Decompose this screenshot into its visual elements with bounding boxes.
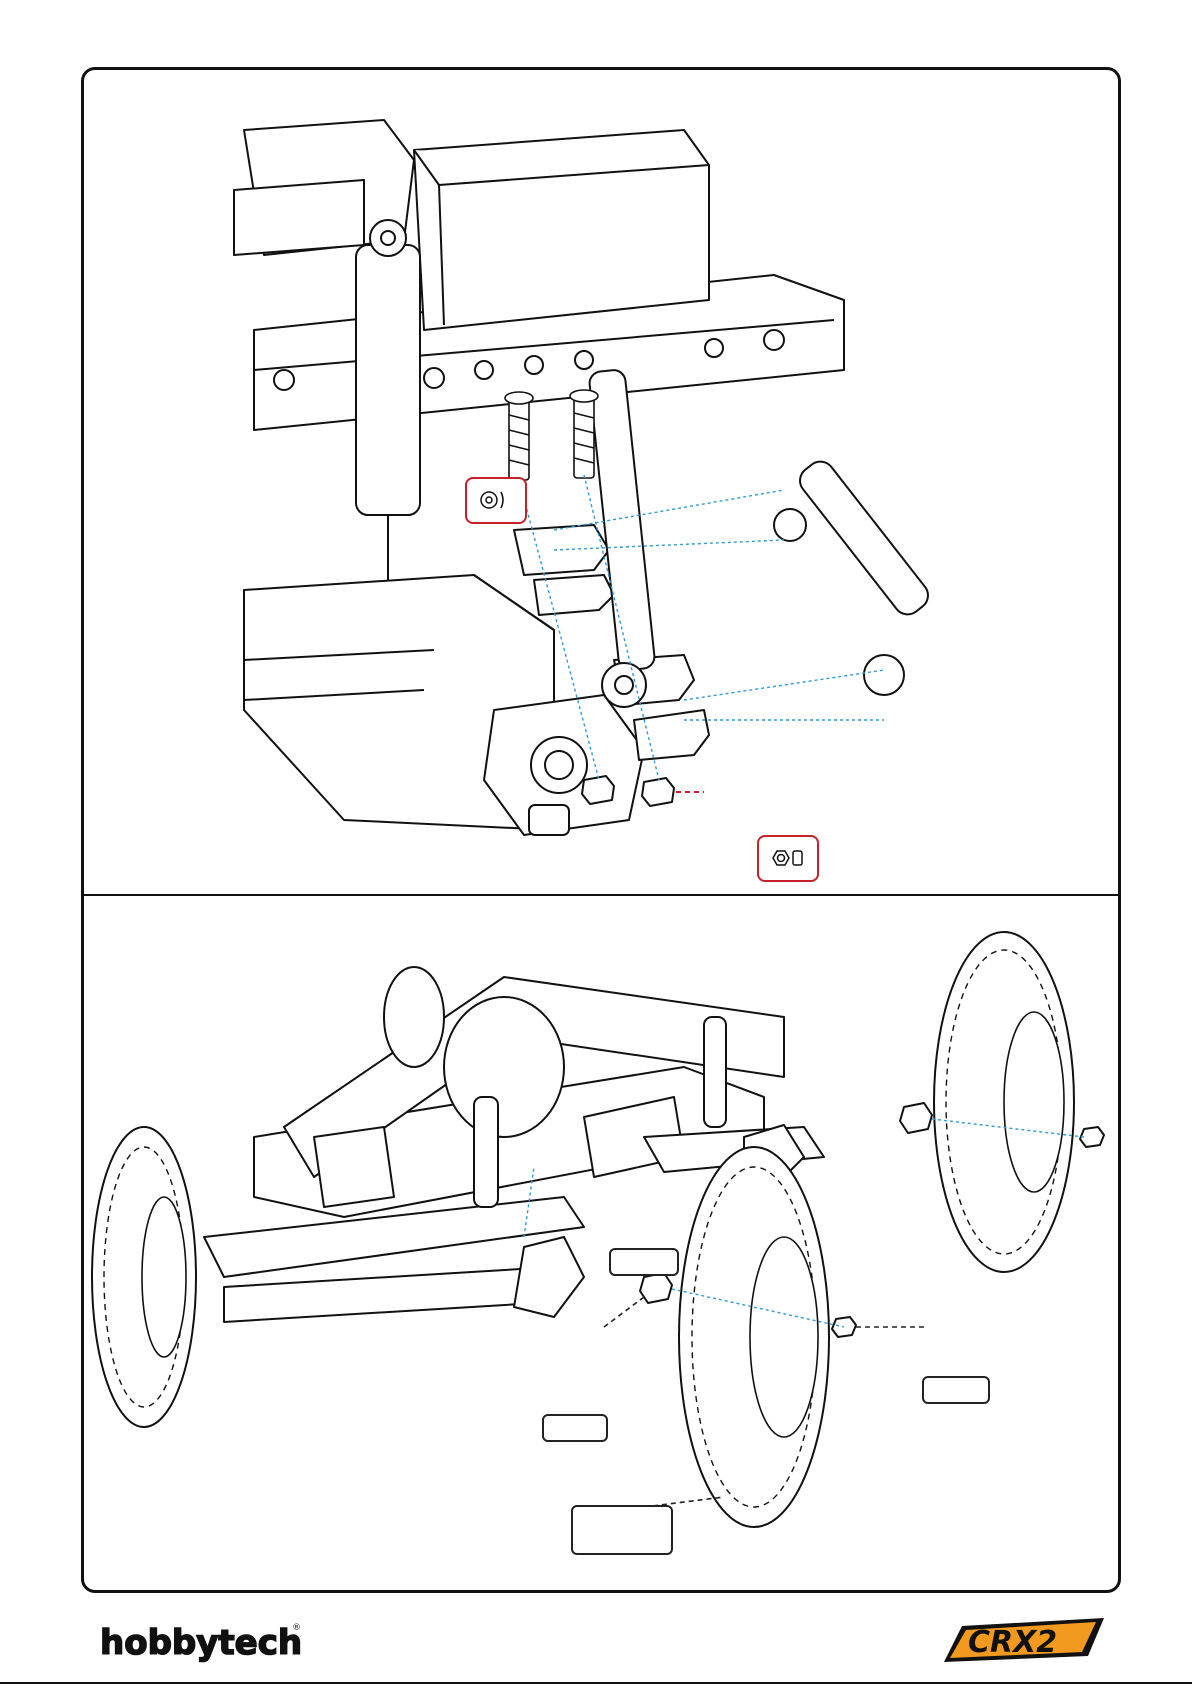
brand-right-text: CRX2: [968, 1625, 1057, 1660]
hex-callout: [542, 1414, 608, 1442]
step-bottom-illustration: [84, 897, 1118, 1589]
pin-callout: [609, 1248, 679, 1276]
wheel-callout: [571, 1505, 673, 1555]
panel-divider: [81, 894, 1121, 896]
wheel-nut-callout: [922, 1376, 990, 1404]
washer-callout: [465, 477, 527, 524]
step-top-illustration: [84, 70, 1118, 892]
nut-callout: [757, 835, 819, 882]
footer-rule: [0, 1682, 1192, 1684]
crx2-logo: CRX2: [938, 1612, 1110, 1666]
nut-icon: [773, 851, 802, 865]
registered-mark: ®: [292, 1623, 301, 1633]
brand-left-text: hobbytech: [100, 1623, 302, 1663]
washer-icon: [481, 492, 503, 508]
hobbytech-logo: hobbytech ®: [96, 1616, 306, 1666]
